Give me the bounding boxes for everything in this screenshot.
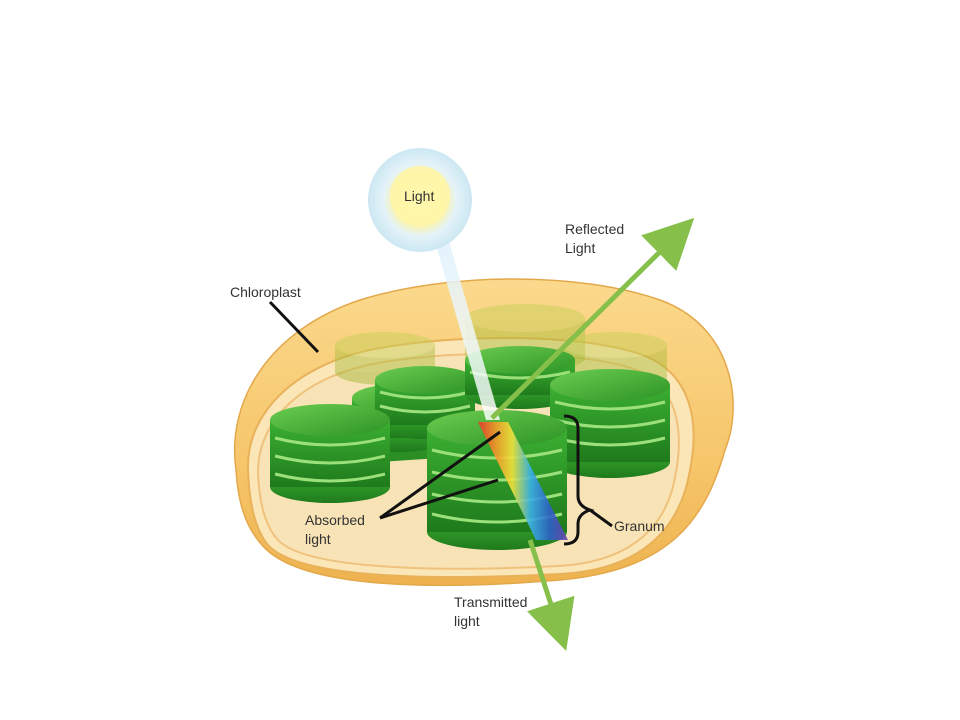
transmitted-light-label: Transmitted light: [454, 593, 527, 631]
granum-leader-line: [589, 508, 613, 528]
transmitted-light-label-line-1: Transmitted: [454, 594, 528, 610]
absorbed-leader-line-1: [379, 430, 501, 520]
transmitted-light-label-line-2: light: [454, 613, 480, 629]
reflected-light-label-line-2: Light: [565, 240, 596, 256]
transmitted-light-arrow: [526, 539, 575, 652]
granum-left: [270, 404, 390, 503]
reflected-light-arrow: [490, 217, 695, 420]
granum-right: [550, 369, 670, 478]
chloroplast-leader-line: [268, 300, 320, 354]
absorbed-light-label: Absorbed light: [305, 511, 365, 549]
incoming-light-beam: [426, 210, 500, 420]
absorbed-light-label-line-2: light: [305, 531, 331, 547]
absorbed-light-label-line-1: Absorbed: [305, 512, 365, 528]
granum-label: Granum: [614, 518, 665, 534]
light-label: Light: [404, 188, 435, 204]
reflected-light-label: Reflected Light: [565, 220, 624, 258]
absorbed-spectrum-band: [478, 422, 568, 540]
sun-icon: [368, 148, 472, 252]
chloroplast-label: Chloroplast: [230, 284, 301, 300]
reflected-light-label-line-1: Reflected: [565, 221, 625, 237]
absorbed-leader-line-2: [379, 478, 499, 520]
